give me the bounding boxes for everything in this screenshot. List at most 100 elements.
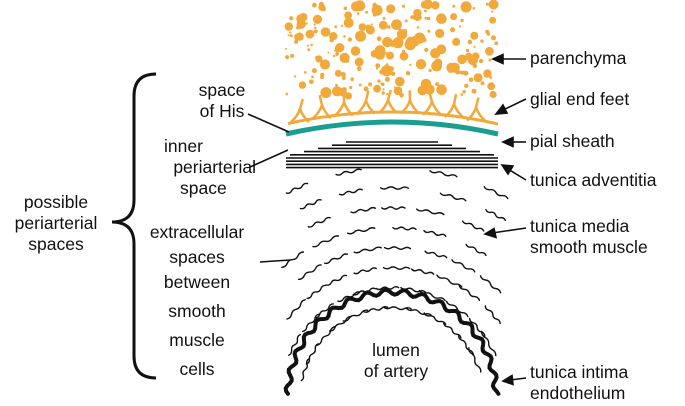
parenchyma-dot	[349, 85, 353, 90]
parenchyma-dot	[424, 16, 428, 20]
parenchyma-dot	[370, 50, 379, 58]
parenchyma-dot	[347, 37, 352, 42]
parenchyma-dot	[320, 27, 331, 37]
smooth-muscle-cell	[353, 246, 382, 254]
parenchyma-dot	[384, 76, 390, 82]
parenchyma-dot	[307, 48, 311, 52]
parenchyma-dot	[329, 32, 338, 41]
smooth-muscle-cell	[484, 305, 501, 325]
smooth-muscle-cell	[468, 347, 482, 373]
parenchyma-dot	[334, 49, 336, 52]
parenchyma-dot	[373, 84, 381, 93]
label-line: periarterial	[173, 157, 256, 177]
parenchyma-dot	[370, 23, 373, 26]
smooth-muscle-cell	[415, 208, 445, 216]
parenchyma-dot	[341, 87, 347, 93]
parenchyma-dot	[386, 4, 396, 14]
parenchyma-dot	[377, 79, 381, 83]
arrowhead-tunica-intima	[501, 374, 514, 386]
arrowhead-tunica-media	[483, 227, 498, 239]
parenchyma-dot	[391, 39, 397, 45]
parenchyma-dot	[494, 41, 499, 46]
parenchyma-dot	[358, 23, 367, 31]
parenchyma-dot	[462, 90, 466, 94]
label-line: tunica intima	[530, 362, 629, 382]
possible-periarterial-spaces-label: possible periarterial spaces	[0, 192, 112, 255]
parenchyma-dot	[448, 70, 451, 74]
parenchyma-dot	[289, 31, 292, 34]
parenchyma-dot	[327, 51, 330, 54]
label-line: of artery	[363, 361, 429, 381]
label-line: of His	[199, 101, 245, 121]
parenchyma-dot	[489, 16, 497, 24]
label-line: possible	[23, 192, 89, 212]
parenchyma-dot	[344, 11, 352, 20]
parenchyma-dot	[376, 36, 382, 42]
label-line: cells	[179, 359, 215, 379]
parenchyma-dot	[313, 23, 316, 26]
smooth-muscle-cell	[458, 285, 481, 301]
parenchyma-dot	[473, 45, 476, 48]
arrow-extracellular-spaces	[259, 259, 291, 263]
space-of-his-label: space of His	[186, 80, 258, 122]
parenchyma-dot	[384, 43, 387, 46]
parenchyma-dot	[465, 48, 470, 53]
end-foot-process	[386, 89, 393, 101]
parenchyma-dot	[431, 60, 442, 72]
label-line: tunica media	[530, 216, 630, 236]
smooth-muscle-cell	[338, 188, 363, 196]
parenchyma-dot	[387, 39, 393, 45]
parenchyma-dot	[491, 10, 494, 13]
parenchyma-dot	[485, 2, 489, 6]
smooth-muscle-cell	[483, 186, 509, 200]
parenchyma-dot	[452, 37, 461, 46]
parenchyma-dot	[460, 1, 472, 13]
arrow-tunica-adventitia	[507, 168, 527, 181]
arrowhead-glial-end-feet	[494, 103, 509, 115]
parenchyma-dot	[313, 29, 318, 34]
parenchyma-dot	[350, 77, 355, 81]
label-line: space	[180, 178, 227, 198]
smooth-muscle-cell	[306, 284, 327, 300]
smooth-muscle-cell	[335, 168, 362, 176]
parenchyma-dot	[381, 91, 385, 95]
parenchyma-dot	[309, 79, 314, 85]
parenchyma-dot	[331, 86, 343, 97]
smooth-muscle-cell	[324, 253, 349, 265]
parenchyma-dot	[304, 71, 307, 74]
arrowhead-tunica-adventitia	[500, 164, 515, 176]
parenchyma-dot	[488, 0, 499, 10]
arrow-inner-periarterial-space	[249, 149, 289, 168]
parenchyma-dot	[285, 92, 289, 96]
smooth-muscle-cell	[285, 182, 309, 194]
parenchyma-label: parenchyma	[530, 48, 627, 68]
parenchyma-dot	[392, 37, 404, 49]
smooth-muscle-cell	[392, 226, 417, 231]
parenchyma-dot	[335, 52, 339, 56]
smooth-muscle-cell	[288, 333, 301, 356]
label-line: spaces	[28, 234, 84, 254]
parenchyma-dot	[427, 29, 431, 33]
parenchyma-dot	[461, 70, 466, 75]
parenchyma-dot	[343, 35, 346, 38]
parenchyma-dot	[414, 32, 426, 44]
parenchyma-dot	[467, 39, 473, 45]
smooth-muscle-cell	[382, 266, 411, 270]
smooth-muscle-cell	[347, 227, 376, 235]
glial-end-feet-shape	[287, 89, 499, 126]
end-foot-process	[427, 91, 434, 103]
parenchyma-dot	[332, 54, 336, 58]
parenchyma-dot	[424, 9, 427, 13]
parenchyma-dot	[436, 84, 447, 95]
parenchyma-dot	[426, 16, 431, 21]
smooth-muscle-cell	[342, 309, 369, 322]
smooth-muscle-cell	[381, 206, 406, 210]
parenchyma-dot	[428, 68, 432, 73]
smooth-muscle-cell	[480, 330, 497, 357]
parenchyma-dot	[472, 7, 476, 10]
smooth-muscle-cell	[325, 274, 348, 286]
arrowhead-pial-sheath	[501, 136, 514, 148]
parenchyma-dot	[311, 75, 314, 79]
parenchyma-dot	[284, 22, 293, 31]
parenchyma-dot	[385, 63, 389, 66]
